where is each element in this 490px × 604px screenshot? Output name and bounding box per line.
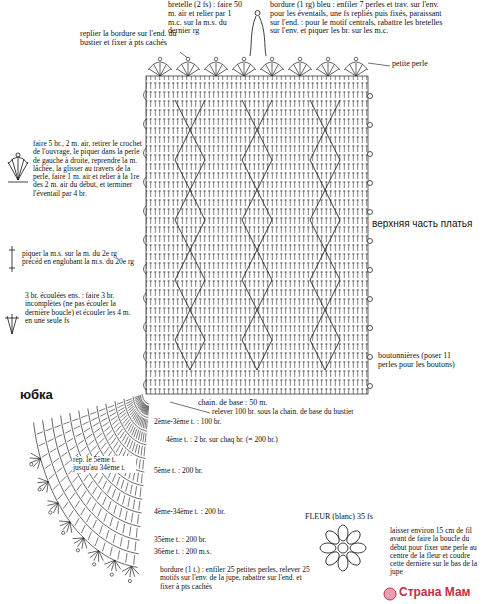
bodice-chart bbox=[146, 76, 368, 394]
leader-line bbox=[170, 52, 390, 413]
buttonhole-note: boutonnières (poser 11 perles pour les b… bbox=[378, 352, 460, 370]
round-note: 5ème t. : 200 br. bbox=[153, 467, 204, 475]
part-title: юбка bbox=[20, 388, 53, 402]
shoulder-strap bbox=[250, 11, 266, 57]
watermark-logo bbox=[384, 588, 396, 600]
round-note: 2ème-3ème t. : 100 br. bbox=[153, 418, 222, 426]
flower-title: FLEUR (blanc) 35 fs bbox=[305, 513, 373, 522]
fold-note: replier la bordure sur l'end. du bustier… bbox=[80, 30, 180, 48]
strap-note: bretelle (2 fs) : faire 50 m. air et rel… bbox=[168, 1, 244, 36]
round-note: 36ème t. : 200 m.s. bbox=[153, 548, 212, 556]
part-title: верхняя часть платья bbox=[372, 218, 472, 229]
border-note: bordure (1 rg) bleu : enfiler 7 perles e… bbox=[270, 1, 448, 36]
stitch-instruction: 3 br. écoulées ens. : faire 3 br. incomp… bbox=[25, 292, 139, 325]
round-note: 4ème t. : 2 br. sur chaq br. (= 200 br.) bbox=[165, 436, 279, 444]
skirt-border-note: bordure (1 t.) : enfiler 25 petites perl… bbox=[160, 566, 310, 591]
repeat-note: rép. le 5ème t. jusqu'au 34ème t. bbox=[72, 456, 136, 473]
fan-instruction: faire 5 br., 2 m. air, retirer le croche… bbox=[33, 140, 143, 198]
repeat-strokes bbox=[30, 57, 368, 582]
stitch-symbol bbox=[5, 153, 28, 334]
round-note: 35ème t. : 200 br. bbox=[153, 536, 208, 544]
watermark: Страна Мам bbox=[399, 586, 471, 599]
pickup-note: relever 100 br. sous la chain. de base d… bbox=[212, 408, 354, 416]
bead-note: petite perle bbox=[392, 60, 428, 69]
round-note: 4ème-34ème t. : 200 br. bbox=[153, 508, 226, 516]
flower-motif bbox=[320, 525, 366, 571]
base-chain-note: chain. de base : 50 m. bbox=[198, 399, 268, 408]
flower-note: laisser environ 15 cm de fil avant de fa… bbox=[390, 527, 486, 577]
stitch-instruction: piquer la m.s. sur la m. du 2e rg précéd… bbox=[22, 250, 136, 267]
buttonhole-bead bbox=[368, 94, 373, 389]
